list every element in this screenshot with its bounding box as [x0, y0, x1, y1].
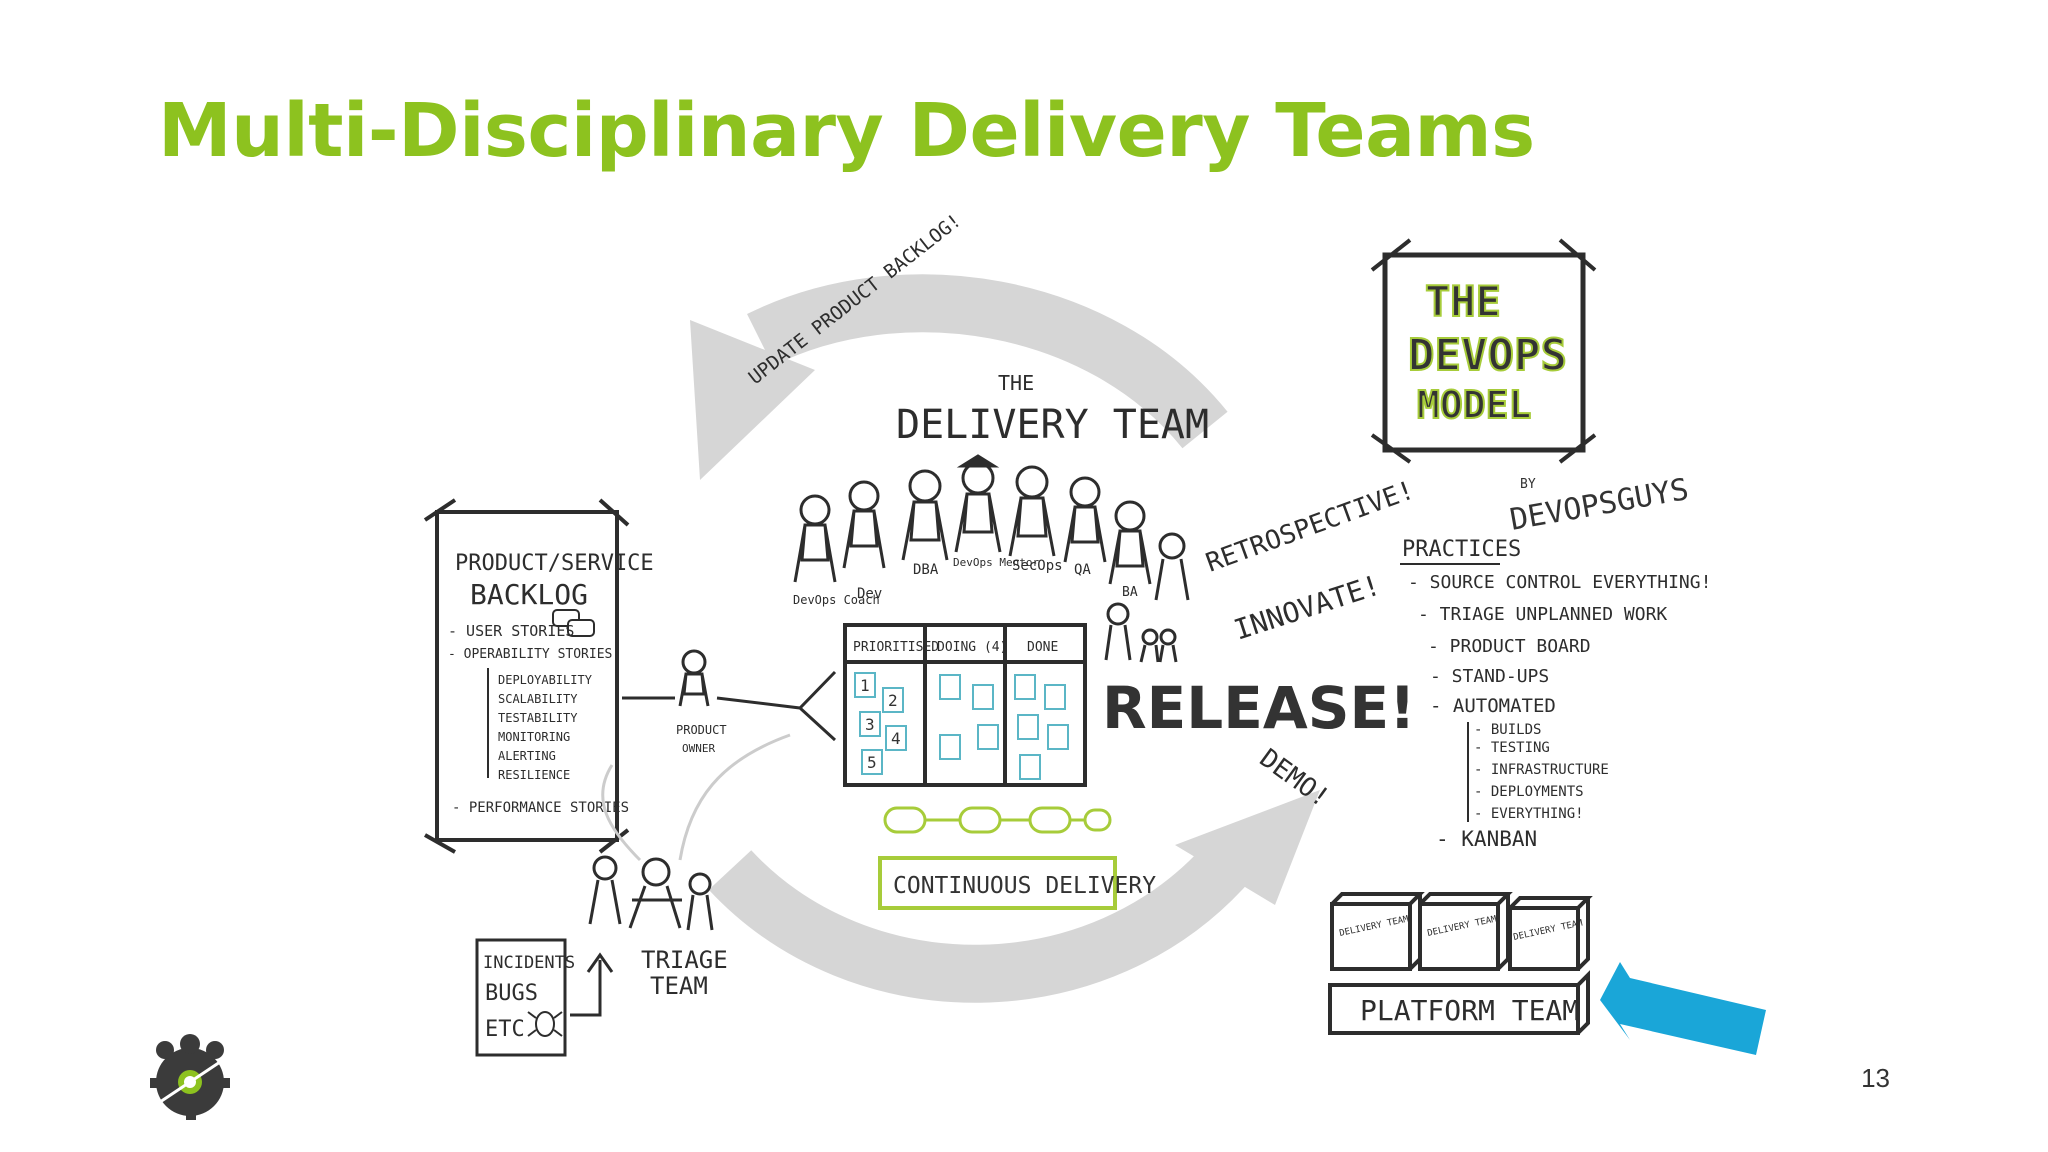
backlog-item-scalability: SCALABILITY	[498, 692, 578, 706]
backlog-item-deployability: DEPLOYABILITY	[498, 673, 593, 687]
automated-testing: - TESTING	[1474, 740, 1550, 756]
figure-ba	[1108, 500, 1152, 585]
practices-title: PRACTICES	[1402, 537, 1521, 562]
card-3: 3	[865, 715, 875, 734]
done-cards	[1014, 674, 1069, 780]
platform-team-label: PLATFORM TEAM	[1360, 994, 1579, 1027]
gear-people-logo	[144, 1034, 236, 1120]
board-column-doing: DOING (4)	[937, 640, 1007, 655]
backlog-item-testability: TESTABILITY	[498, 711, 578, 725]
innovate-label: INNOVATE!	[1230, 568, 1384, 646]
figure-dba	[901, 469, 949, 561]
practice-triage: - TRIAGE UNPLANNED WORK	[1418, 604, 1667, 625]
release-label: RELEASE!	[1102, 674, 1416, 742]
delivery-boxes	[1328, 892, 1593, 1035]
connector-line	[622, 670, 837, 742]
bottom-cycle-arrow	[708, 790, 1320, 1003]
figure-devops-coach	[793, 494, 837, 583]
chat-bubbles-icon	[552, 609, 595, 637]
backlog-card	[423, 498, 630, 854]
figure-devops-mentor	[954, 454, 1002, 553]
backlog-item-monitoring: MONITORING	[498, 730, 570, 744]
automated-deployments: - DEPLOYMENTS	[1474, 784, 1584, 800]
role-label-devops-coach: DevOps Coach	[793, 593, 880, 607]
role-label-secops: SecOps	[1012, 558, 1063, 574]
incident-arrow	[570, 952, 614, 1017]
incidents-label-1: INCIDENTS	[483, 953, 575, 973]
devops-model-box	[1370, 238, 1597, 464]
backlog-title-line1: PRODUCT/SERVICE	[455, 551, 654, 576]
role-label-dev: Dev	[857, 586, 882, 602]
bug-icon	[527, 1011, 563, 1037]
incidents-label-3: ETC	[485, 1017, 525, 1042]
role-label-qa: QA	[1074, 562, 1091, 578]
practice-source-control: - SOURCE CONTROL EVERYTHING!	[1408, 572, 1711, 593]
model-title-line3: MODEL	[1417, 383, 1531, 427]
product-owner-line2: OWNER	[682, 742, 715, 755]
triage-figures	[588, 855, 714, 931]
board-column-done: DONE	[1027, 640, 1058, 655]
role-label-ba: BA	[1122, 585, 1138, 600]
practice-product-board: - PRODUCT BOARD	[1428, 636, 1591, 657]
delivery-team-title: DELIVERY TEAM	[896, 402, 1209, 448]
figure-extra	[1154, 532, 1190, 601]
callout-arrow	[1600, 962, 1766, 1055]
continuous-delivery-box	[878, 856, 1117, 910]
product-owner-line1: PRODUCT	[676, 723, 727, 737]
team-figures	[793, 454, 1190, 663]
role-label-devops-mentor: DevOps Mentor	[953, 556, 1039, 569]
triage-team-line2: TEAM	[650, 972, 708, 1000]
prioritised-cards	[854, 672, 907, 775]
card-2: 2	[888, 691, 898, 710]
triage-arrows	[601, 733, 791, 862]
backlog-title-line2: BACKLOG	[470, 578, 588, 611]
figure-dev	[842, 480, 886, 569]
role-label-dba: DBA	[913, 562, 939, 578]
backlog-operability: - OPERABILITY STORIES	[448, 647, 612, 662]
page-number: 13	[1861, 1063, 1890, 1093]
figure-small-group	[1104, 602, 1178, 663]
model-title-line2: DEVOPS	[1408, 330, 1567, 381]
backlog-user-stories: - USER STORIES	[448, 622, 574, 640]
triage-team-line1: TRIAGE	[641, 946, 728, 974]
product-owner-figure	[678, 649, 710, 707]
top-cycle-arrow	[690, 274, 1228, 480]
model-by: BY	[1520, 477, 1536, 492]
delivery-team-small: THE	[998, 371, 1034, 395]
figure-qa	[1063, 476, 1107, 563]
card-1: 1	[860, 676, 870, 695]
card-4: 4	[891, 729, 901, 748]
card-5: 5	[867, 753, 877, 772]
practice-automated: - AUTOMATED	[1430, 695, 1556, 717]
slide-title: Multi-Disciplinary Delivery Teams	[158, 88, 1535, 174]
backlog-performance: - PERFORMANCE STORIES	[452, 800, 629, 816]
automated-infrastructure: - INFRASTRUCTURE	[1474, 762, 1609, 778]
doing-cards	[939, 674, 999, 760]
automated-builds: - BUILDS	[1474, 722, 1541, 738]
retrospective-label: RETROSPECTIVE!	[1202, 475, 1418, 578]
kanban-board	[843, 623, 1087, 787]
practice-kanban: - KANBAN	[1436, 827, 1537, 851]
backlog-item-resilience: RESILIENCE	[498, 768, 570, 782]
board-column-prioritised: PRIORITISED	[853, 640, 939, 655]
continuous-delivery-label: CONTINUOUS DELIVERY	[893, 873, 1156, 899]
incidents-box	[475, 938, 567, 1057]
model-title-line1: THE	[1425, 277, 1501, 326]
backlog-item-alerting: ALERTING	[498, 749, 556, 763]
pipeline	[883, 806, 1112, 834]
incidents-label-2: BUGS	[485, 981, 538, 1006]
practice-standups: - STAND-UPS	[1430, 666, 1549, 687]
automated-everything: - EVERYTHING!	[1474, 806, 1584, 822]
figure-secops	[1008, 465, 1056, 557]
